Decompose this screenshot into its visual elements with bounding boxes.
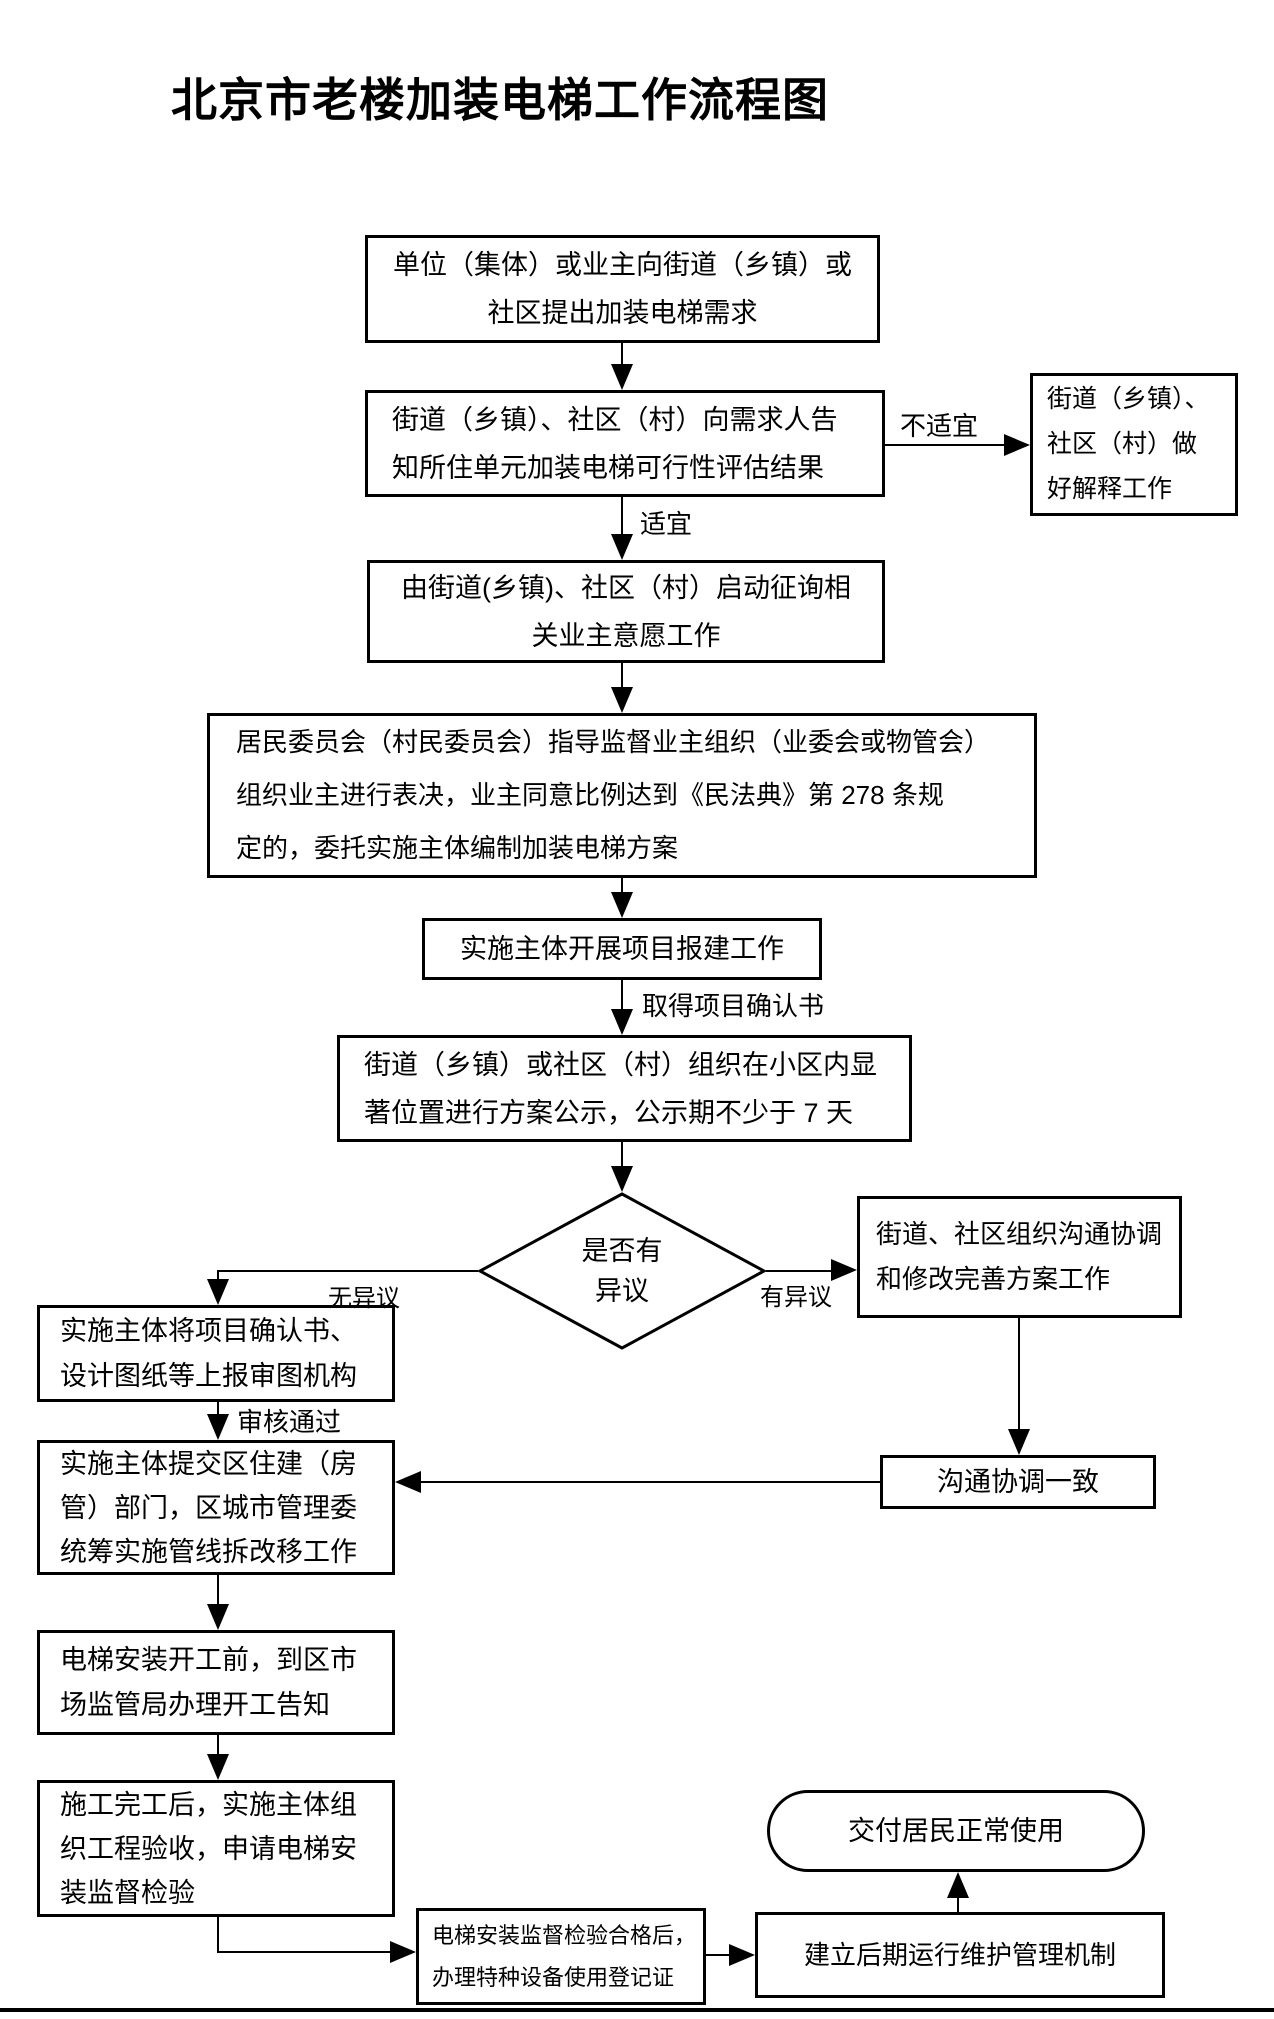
edge-label-no-objection: 无异议 [328, 1285, 400, 1312]
connector-publicity-decision [621, 1142, 623, 1169]
node-line: 办理特种设备使用登记证 [432, 1964, 675, 1990]
node-line: 实施主体提交区住建（房 [60, 1448, 357, 1479]
node-line: 管）部门，区城市管理委 [60, 1492, 357, 1523]
node-publicity: 街道（乡镇）或社区（村）组织在小区内显 著位置进行方案公示，公示期不少于 7 天 [337, 1035, 912, 1142]
node-line: 电梯安装监督检验合格后， [432, 1922, 697, 1948]
node-line: 街道（乡镇）、社区（村）向需求人告 [392, 404, 838, 435]
node-line: 沟通协调一致 [937, 1467, 1099, 1497]
node-submit-drawings: 实施主体将项目确认书、 设计图纸等上报审图机构 [37, 1305, 395, 1402]
connector-acceptance-elbow-h [217, 1951, 394, 1953]
node-line: 是否有 [581, 1236, 663, 1266]
node-line: 和修改完善方案工作 [876, 1264, 1111, 1294]
connector-maintenance-delivery [957, 1893, 959, 1913]
arrowhead-down-icon [207, 1279, 229, 1305]
node-line: 施工完工后，实施主体组 [60, 1789, 357, 1820]
node-vote: 居民委员会（村民委员会）指导监督业主组织（业委会或物管会） 组织业主进行表决，业… [207, 713, 1037, 878]
node-line: 居民委员会（村民委员会）指导监督业主组织（业委会或物管会） [236, 727, 991, 757]
node-maintenance: 建立后期运行维护管理机制 [755, 1912, 1165, 1998]
page-title: 北京市老楼加装电梯工作流程图 [171, 75, 829, 126]
node-demand: 单位（集体）或业主向街道（乡镇）或 社区提出加装电梯需求 [365, 235, 880, 343]
node-line: 交付居民正常使用 [848, 1816, 1064, 1846]
connector-no-objection-v [217, 1270, 219, 1283]
node-line: 异议 [595, 1276, 649, 1306]
arrowhead-down-icon [611, 892, 633, 918]
arrowhead-right-icon [390, 1941, 416, 1963]
arrowhead-down-icon [611, 534, 633, 560]
node-delivery: 交付居民正常使用 [767, 1790, 1145, 1872]
arrowhead-down-icon [207, 1754, 229, 1780]
node-line: 建立后期运行维护管理机制 [803, 1940, 1116, 1970]
node-notify-start: 电梯安装开工前，到区市 场监管局办理开工告知 [37, 1630, 395, 1735]
connector-solicit-vote [621, 663, 623, 690]
connector-suitable [621, 497, 623, 537]
arrowhead-down-icon [207, 1604, 229, 1630]
node-line: 社区提出加装电梯需求 [487, 298, 758, 328]
arrowhead-up-icon [947, 1872, 969, 1898]
connector-vote-filing [621, 878, 623, 895]
edge-label-not-suitable: 不适宜 [900, 411, 979, 441]
connector-notify-acceptance [217, 1735, 219, 1757]
node-coordinate: 街道、社区组织沟通协调 和修改完善方案工作 [857, 1196, 1182, 1318]
node-agreement: 沟通协调一致 [880, 1455, 1156, 1509]
arrowhead-right-icon [831, 1259, 857, 1281]
node-line: 组织业主进行表决，业主同意比例达到《民法典》第 278 条规 [236, 780, 944, 810]
node-line: 统筹实施管线拆改移工作 [60, 1536, 357, 1567]
arrowhead-left-icon [395, 1471, 421, 1493]
node-line: 单位（集体）或业主向街道（乡镇）或 [393, 250, 852, 280]
arrowhead-right-icon [729, 1944, 755, 1966]
node-line: 装监督检验 [60, 1877, 195, 1908]
node-solicit: 由街道(乡镇)、社区（村）启动征询相 关业主意愿工作 [367, 560, 885, 663]
node-line: 实施主体开展项目报建工作 [460, 934, 784, 964]
arrowhead-down-icon [207, 1414, 229, 1440]
node-project-filing: 实施主体开展项目报建工作 [422, 918, 822, 980]
node-registration: 电梯安装监督检验合格后， 办理特种设备使用登记证 [416, 1908, 706, 2005]
connector-filing-publicity [621, 980, 623, 1012]
node-explain: 街道（乡镇）、 社区（村）做 好解释工作 [1030, 373, 1238, 516]
arrowhead-down-icon [611, 1166, 633, 1192]
node-pipeline: 实施主体提交区住建（房 管）部门，区城市管理委 统筹实施管线拆改移工作 [37, 1440, 395, 1575]
arrowhead-down-icon [611, 364, 633, 390]
node-feasibility: 街道（乡镇）、社区（村）向需求人告 知所住单元加装电梯可行性评估结果 [365, 390, 885, 497]
node-line: 好解释工作 [1047, 475, 1173, 503]
node-decision: 是否有 异议 [478, 1192, 766, 1350]
decision-diamond [478, 1192, 766, 1350]
connector-no-objection-h [219, 1270, 478, 1272]
connector-not-suitable [885, 444, 1007, 446]
node-line: 街道（乡镇）、 [1047, 385, 1210, 413]
node-line: 街道、社区组织沟通协调 [876, 1219, 1163, 1249]
edge-label-objection: 有异议 [760, 1284, 832, 1311]
node-line: 场监管局办理开工告知 [60, 1689, 330, 1720]
connector-agreement-pipeline [421, 1481, 880, 1483]
node-line: 电梯安装开工前，到区市 [60, 1644, 357, 1675]
arrowhead-down-icon [1008, 1429, 1030, 1455]
connector-registration-maintenance [706, 1954, 733, 1956]
arrowhead-right-icon [1004, 434, 1030, 456]
node-line: 著位置进行方案公示，公示期不少于 7 天 [364, 1097, 854, 1128]
connector-demand-feasibility [621, 343, 623, 367]
node-line: 设计图纸等上报审图机构 [60, 1360, 357, 1391]
node-line: 由街道(乡镇)、社区（村）启动征询相 [401, 572, 851, 603]
node-line: 社区（村）做 [1047, 430, 1198, 458]
arrowhead-down-icon [611, 687, 633, 713]
connector-objection [766, 1270, 833, 1272]
connector-acceptance-elbow-v [217, 1917, 219, 1953]
edge-label-obtain-confirmation: 取得项目确认书 [642, 991, 825, 1021]
node-acceptance: 施工完工后，实施主体组 织工程验收，申请电梯安 装监督检验 [37, 1780, 395, 1917]
connector-pipeline-notify [217, 1575, 219, 1607]
node-line: 街道（乡镇）或社区（村）组织在小区内显 [364, 1049, 877, 1080]
edge-label-suitable: 适宜 [640, 509, 693, 539]
node-line: 关业主意愿工作 [531, 620, 721, 651]
connector-review-passed [217, 1402, 219, 1417]
page-bottom-line [0, 2008, 1274, 2012]
edge-label-review-passed: 审核通过 [237, 1407, 342, 1437]
node-line: 织工程验收，申请电梯安 [60, 1833, 357, 1864]
node-line: 知所住单元加装电梯可行性评估结果 [392, 452, 824, 483]
connector-coordinate-agreement [1018, 1318, 1020, 1432]
node-line: 定的，委托实施主体编制加装电梯方案 [236, 833, 679, 863]
arrowhead-down-icon [611, 1009, 633, 1035]
node-line: 实施主体将项目确认书、 [60, 1315, 357, 1346]
